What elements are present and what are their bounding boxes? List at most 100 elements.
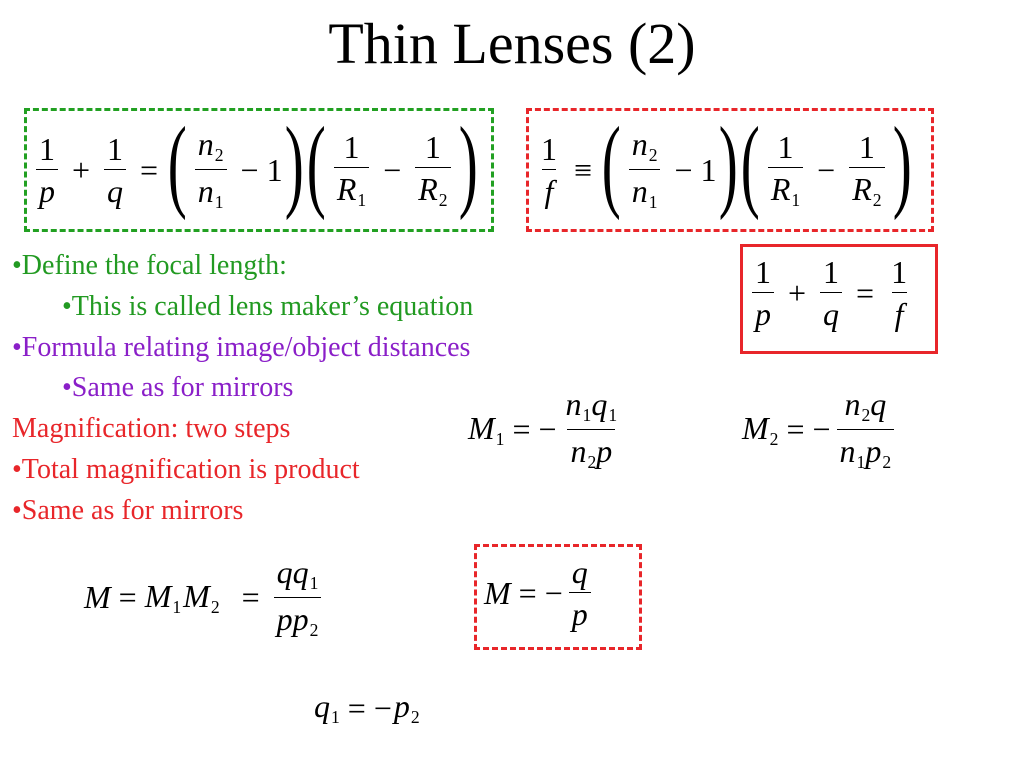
total-magnification-equation: M = M1 M2 = qq1 pp2: [84, 556, 327, 640]
fraction-q-over-p: q p: [568, 554, 591, 630]
var-q: q: [314, 688, 330, 724]
equivalence-sign: ≡: [574, 151, 593, 188]
thin-lens-equation-box: [740, 244, 938, 354]
bullet-total-magnification-product: •Total magnification is product: [12, 453, 360, 485]
var-n: n: [631, 173, 648, 209]
minus-sign: −: [544, 574, 563, 611]
minus-sign: −: [812, 411, 831, 448]
var-m: M: [144, 577, 172, 614]
var-n: n: [839, 432, 856, 469]
focal-length-definition-box: [526, 108, 934, 232]
fraction-one-over-r2: 1 R2: [415, 131, 451, 210]
subscript: 1: [214, 192, 224, 213]
fraction-one-over-q: 1 q: [820, 256, 843, 330]
var-r: R: [418, 170, 438, 207]
total-magnification-result: M = − q p: [484, 556, 597, 630]
left-paren: (: [307, 106, 327, 221]
slide-title: Thin Lenses (2): [328, 11, 696, 76]
subscript: 1: [582, 405, 592, 426]
var-n: n: [844, 386, 861, 422]
var-q: q: [276, 554, 293, 590]
equals-sign: =: [518, 574, 537, 611]
var-m: M: [742, 409, 769, 446]
plus-sign: +: [788, 274, 807, 311]
minus-sign: −: [383, 151, 402, 188]
fraction-numerator: n1q1: [563, 388, 621, 429]
subscript: 1: [357, 189, 367, 210]
thin-lens-equation: 1 p + 1 q = 1 f: [746, 256, 916, 330]
var-n: n: [565, 386, 582, 422]
fraction-denominator: R1: [767, 166, 804, 210]
fraction-denominator: p: [36, 169, 58, 207]
subscript: 1: [495, 428, 505, 449]
var-p: p: [292, 600, 309, 637]
fraction-numerator: q: [571, 554, 588, 590]
fraction-numerator: 1: [755, 254, 771, 290]
fraction-one-over-f: 1 f: [888, 256, 910, 330]
subscript: 1: [172, 596, 182, 617]
subscript: 2: [648, 145, 658, 166]
fraction-numerator: n2: [195, 128, 227, 169]
var-p: p: [393, 688, 410, 724]
var-r: R: [852, 170, 872, 207]
minus-sign: −: [817, 151, 836, 188]
bullet-formula-relating-distances: •Formula relating image/object distances: [12, 331, 471, 363]
subscript: 2: [587, 451, 597, 472]
fraction-denominator: n2p: [567, 428, 616, 472]
fraction-denominator: R2: [415, 166, 451, 210]
var-q: q: [591, 386, 608, 422]
one: 1: [700, 151, 717, 188]
fraction-numerator: 1: [343, 128, 360, 165]
left-paren: (: [601, 106, 621, 221]
fraction-numerator: 1: [107, 131, 124, 167]
fraction-denominator: f: [891, 292, 907, 330]
image-object-relation-equation: q1 = − p2: [314, 688, 420, 728]
magnification-m1-equation: M1 = − n1q1 n2p: [468, 388, 626, 472]
fraction-denominator: p: [752, 292, 774, 330]
subscript: 1: [608, 405, 618, 426]
fraction-n1q1-over-n2p: n1q1 n2p: [563, 388, 621, 472]
lensmaker-equation-box: [24, 108, 494, 232]
fraction-denominator: q: [104, 169, 127, 207]
total-magnification-result-box: [474, 544, 642, 650]
q1-symbol: q1: [314, 688, 340, 728]
fraction-one-over-r1: 1 R1: [333, 128, 370, 210]
var-p: p: [276, 600, 293, 637]
var-n: n: [197, 126, 214, 163]
left-paren: (: [740, 106, 761, 221]
right-paren: ): [284, 106, 304, 221]
equals-sign: =: [118, 579, 137, 616]
focal-length-definition-equation: 1 f ≡ ( n2 n1 − 1 ) ( 1 R1 − 1 R2 ): [532, 112, 913, 222]
subscript: 2: [438, 189, 448, 210]
subscript: 2: [309, 619, 319, 640]
fraction-numerator: qq1: [274, 556, 322, 597]
fraction-one-over-q: 1 q: [104, 131, 127, 207]
fraction-one-over-f: 1 f: [538, 133, 560, 207]
fraction-one-over-p: 1 p: [36, 133, 58, 207]
m1-symbol: M1: [468, 410, 504, 450]
var-n: n: [631, 126, 648, 163]
fraction-denominator: n1p2: [836, 428, 895, 472]
subscript: 1: [648, 192, 658, 213]
fraction-numerator: 1: [777, 128, 794, 165]
fraction-qq1-over-pp2: qq1 pp2: [273, 556, 322, 640]
equals-sign: =: [347, 689, 366, 726]
m2-symbol: M2: [742, 410, 778, 450]
fraction-numerator: 1: [39, 131, 55, 167]
one: 1: [266, 151, 283, 188]
fraction-denominator: R1: [333, 166, 370, 210]
fraction-one-over-r1: 1 R1: [767, 128, 804, 210]
subscript: 1: [856, 451, 866, 472]
subscript: 2: [769, 428, 779, 449]
magnification-m2-equation: M2 = − n2q n1p2: [742, 388, 900, 472]
m1-symbol: M1: [145, 578, 181, 618]
minus-sign: −: [240, 151, 259, 188]
subscript: 2: [214, 145, 224, 166]
var-m: M: [183, 577, 210, 614]
subscript: 1: [791, 189, 801, 210]
bullet-same-as-mirrors-magnification: •Same as for mirrors: [12, 494, 244, 526]
fraction-n2-over-n1: n2 n 1: [194, 128, 227, 213]
var-q: q: [292, 554, 309, 590]
m2-symbol: M2: [183, 578, 219, 618]
equals-sign: =: [140, 151, 159, 188]
